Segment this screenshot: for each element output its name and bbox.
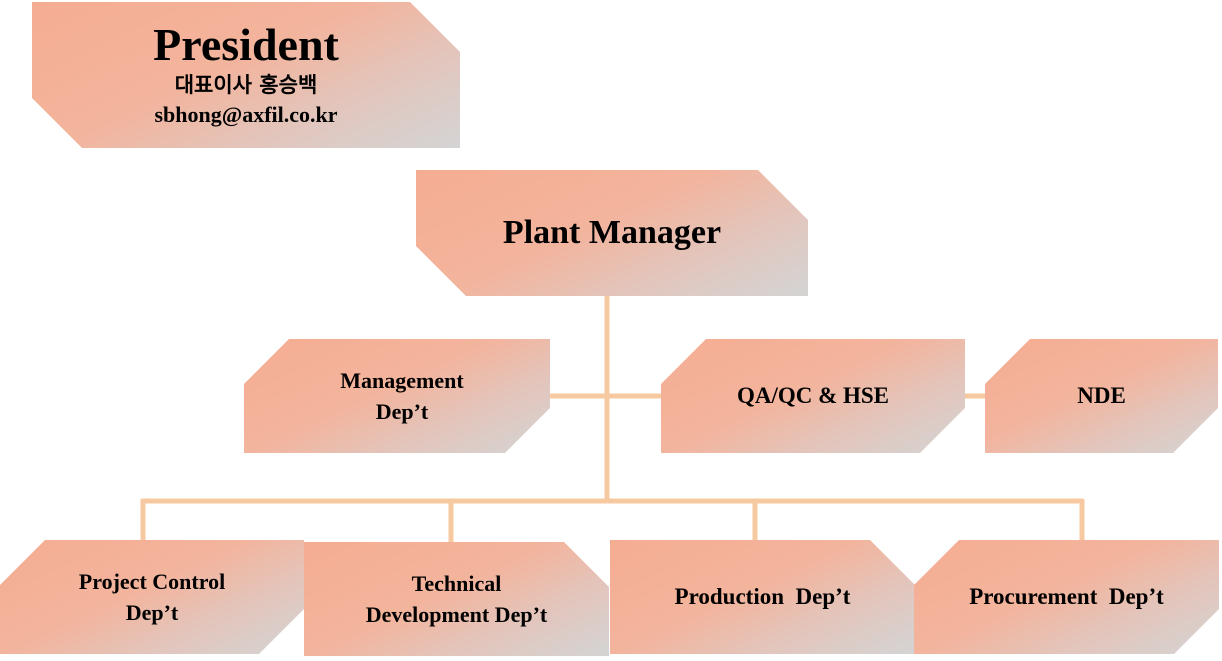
management-dept-box: Management Dep’t [244,339,550,453]
project-control-dept-box: Project Control Dep’t [0,540,304,654]
qaqc-hse-box: QA/QC & HSE [661,339,965,453]
nde-label: NDE [1077,383,1126,408]
president-name: 대표이사 홍승백 [174,73,318,97]
president-email: sbhong@axfil.co.kr [154,102,338,127]
president-title: President [153,19,339,70]
qaqc-hse-label: QA/QC & HSE [736,383,890,408]
production-dept-box: Production Dep’t [610,540,915,654]
plant-manager-box: Plant Manager [416,170,808,296]
technical-development-dept-box: Technical Development Dep’t [304,542,609,656]
management-dept-line2: Dep’t [375,399,429,424]
production-dept-label: Production Dep’t [674,584,851,609]
technical-development-line2: Development Dep’t [365,602,548,627]
plant-manager-title: Plant Manager [502,214,722,251]
management-dept-line1: Management [340,368,464,393]
procurement-dept-label: Procurement Dep’t [969,584,1164,609]
nde-box: NDE [985,339,1218,453]
technical-development-line1: Technical [411,571,502,596]
president-box: President 대표이사 홍승백 sbhong@axfil.co.kr [32,2,460,148]
project-control-line1: Project Control [78,569,226,594]
project-control-line2: Dep’t [125,600,179,625]
procurement-dept-box: Procurement Dep’t [914,540,1219,654]
